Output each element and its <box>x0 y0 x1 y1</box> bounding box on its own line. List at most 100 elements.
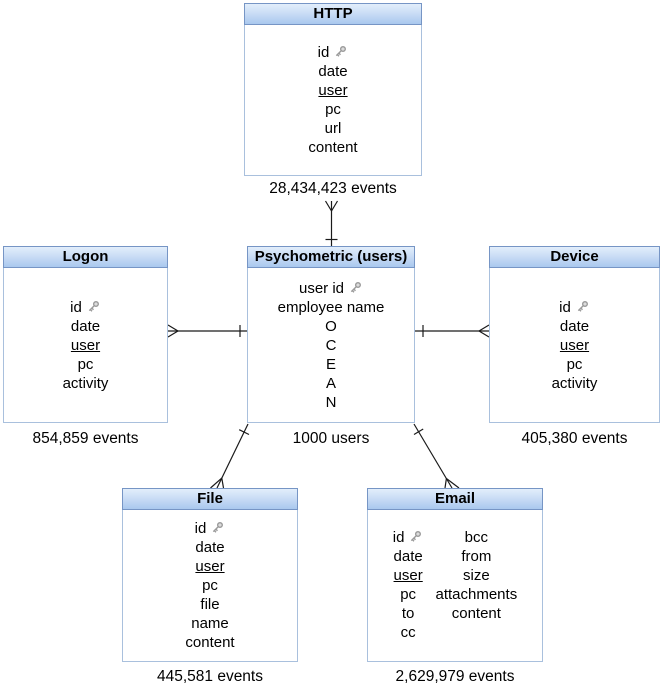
key-icon <box>213 522 224 533</box>
field-label: user <box>195 558 225 575</box>
entity-psychometric: Psychometric (users) user id employee na… <box>247 246 415 423</box>
field-date: date <box>318 62 347 81</box>
field-pc: pc <box>567 355 583 374</box>
field-user: user <box>71 336 100 355</box>
field-label: date <box>559 317 590 335</box>
field-label: user <box>559 336 590 354</box>
field-employee-name: employee name <box>278 298 385 317</box>
entity-caption-psychometric: 1000 users <box>292 430 370 447</box>
entity-caption-http: 28,434,423 events <box>269 180 397 197</box>
field-id: id <box>195 519 226 538</box>
field-C: C <box>326 336 337 355</box>
field-A: A <box>326 374 336 393</box>
entity-caption-file: 445,581 events <box>156 668 263 685</box>
field-activity: activity <box>63 374 109 393</box>
field-label: activity <box>62 374 109 392</box>
entity-caption-logon: 854,859 events <box>32 430 139 447</box>
field-label: user <box>70 336 101 354</box>
field-label: O <box>325 317 337 335</box>
field-label: A <box>325 374 336 392</box>
field-cc: cc <box>401 623 416 642</box>
one-tick-icon <box>413 428 424 436</box>
field-label: url <box>324 120 342 137</box>
crow-foot-many-icon <box>324 200 339 212</box>
entity-caption-email: 2,629,979 events <box>395 668 515 685</box>
connector-psychometric-file <box>210 423 250 489</box>
field-id: id <box>393 528 424 547</box>
field-date: date <box>560 317 589 336</box>
field-N: N <box>326 393 337 412</box>
field-label: employee name <box>277 298 385 316</box>
field-pc: pc <box>78 355 94 374</box>
field-label: to <box>401 605 415 622</box>
field-file: file <box>200 595 219 614</box>
connector-psychometric-device <box>415 324 490 338</box>
field-id: id <box>70 298 101 317</box>
entity-title-http: HTTP <box>244 3 422 25</box>
key-icon <box>336 46 347 57</box>
field-label: date <box>195 539 225 556</box>
field-content: content <box>185 633 234 652</box>
crow-foot-many-icon <box>478 324 490 338</box>
field-label: pc <box>400 586 417 603</box>
field-label: id <box>392 529 405 546</box>
field-user: user <box>318 81 347 100</box>
field-label: name <box>191 615 229 632</box>
field-label: attachments <box>435 586 518 603</box>
field-label: date <box>318 63 348 80</box>
field-label: pc <box>202 577 218 594</box>
crow-foot-many-icon <box>444 478 460 489</box>
key-icon <box>350 281 361 293</box>
field-label: date <box>70 317 101 335</box>
field-label: pc <box>566 355 583 373</box>
field-user: user <box>560 336 589 355</box>
field-label: bcc <box>464 529 489 546</box>
field-user: user <box>195 557 224 576</box>
field-user: user <box>394 566 423 585</box>
field-id: id <box>559 298 590 317</box>
crow-foot-many-icon <box>210 477 225 489</box>
key-icon <box>577 300 588 312</box>
field-activity: activity <box>552 374 598 393</box>
field-url: url <box>325 119 342 138</box>
key-icon <box>411 531 422 542</box>
field-content: content <box>308 138 357 157</box>
entity-title-file: File <box>122 488 298 510</box>
entity-fields-http: id date user pc url content <box>245 25 421 175</box>
field-label: user <box>318 82 348 99</box>
field-label: from <box>461 548 492 565</box>
field-label: id <box>317 44 330 61</box>
crow-foot-many-icon <box>167 324 179 338</box>
field-label: content <box>308 139 358 156</box>
field-attachments: attachments <box>435 585 517 604</box>
field-date: date <box>195 538 224 557</box>
entity-title-logon: Logon <box>3 246 168 268</box>
field-label: content <box>185 634 235 651</box>
entity-title-psychometric: Psychometric (users) <box>247 246 415 268</box>
field-label: content <box>451 605 501 622</box>
field-label: id <box>194 520 207 537</box>
entity-caption-device: 405,380 events <box>521 430 628 447</box>
field-content: content <box>452 604 501 623</box>
entity-http: HTTP id date user pc url content <box>244 3 422 176</box>
field-label: id <box>70 298 82 316</box>
field-label: pc <box>77 355 94 373</box>
field-label: activity <box>551 374 598 392</box>
field-label: pc <box>325 101 341 118</box>
entity-title-device: Device <box>489 246 660 268</box>
field-bcc: bcc <box>465 528 488 547</box>
field-size: size <box>463 566 490 585</box>
field-label: N <box>325 393 337 411</box>
field-label: C <box>325 336 337 354</box>
connector-http-psychometric <box>324 200 339 246</box>
